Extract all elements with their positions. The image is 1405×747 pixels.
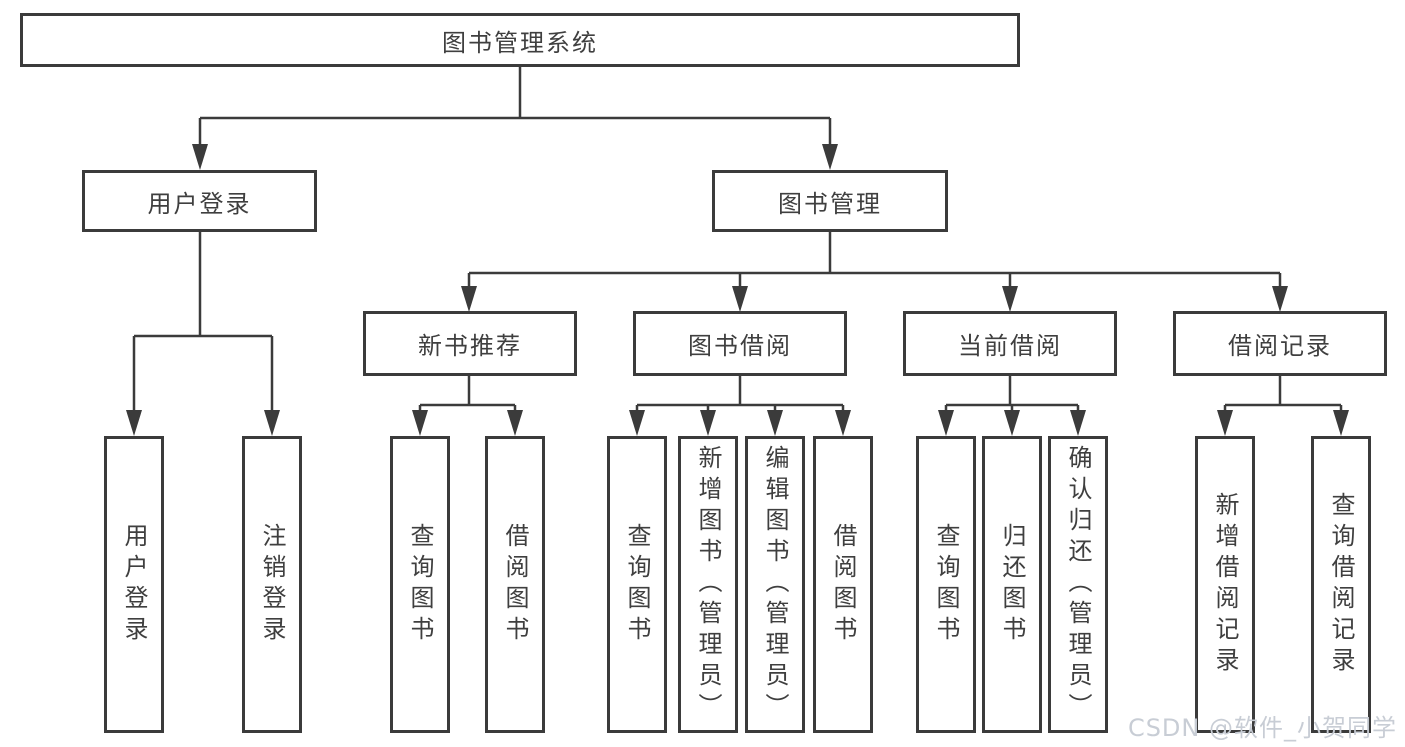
node-leaf-return-book: 归还图书 xyxy=(982,436,1042,733)
watermark: CSDN @软件_小贺同学 xyxy=(1127,714,1397,742)
leaf-label: 查询图书 xyxy=(406,522,434,647)
arrow-down-icon xyxy=(732,286,748,312)
leaf-label: 借阅图书 xyxy=(829,522,857,647)
arrow-down-icon xyxy=(1002,286,1018,312)
arrow-down-icon xyxy=(1004,410,1020,436)
node-book-borrowing: 图书借阅 xyxy=(633,311,847,376)
node-user-login: 用户登录 xyxy=(82,170,317,232)
node-leaf-user-login: 用户登录 xyxy=(104,436,164,733)
arrow-down-icon xyxy=(1333,410,1349,436)
arrow-down-icon xyxy=(1272,286,1288,312)
node-leaf-confirm-return-admin: 确认归还（管理员） xyxy=(1048,436,1108,733)
node-leaf-borrow-books-1: 借阅图书 xyxy=(485,436,545,733)
arrowhead-icons xyxy=(126,144,1349,436)
arrow-down-icon xyxy=(507,410,523,436)
leaf-label: 用户登录 xyxy=(120,522,148,647)
arrow-down-icon xyxy=(461,286,477,312)
leaf-label: 确认归还（管理员） xyxy=(1064,445,1092,724)
leaf-label: 编辑图书（管理员） xyxy=(761,445,789,724)
node-leaf-logout: 注销登录 xyxy=(242,436,302,733)
node-leaf-edit-book-admin: 编辑图书（管理员） xyxy=(745,436,805,733)
arrow-down-icon xyxy=(264,410,280,436)
node-leaf-query-books-2: 查询图书 xyxy=(607,436,667,733)
arrow-down-icon xyxy=(822,144,838,170)
arrow-down-icon xyxy=(629,410,645,436)
arrow-down-icon xyxy=(412,410,428,436)
leaf-label: 查询借阅记录 xyxy=(1327,491,1355,678)
leaf-label: 借阅图书 xyxy=(501,522,529,647)
arrow-down-icon xyxy=(192,144,208,170)
node-book-management: 图书管理 xyxy=(712,170,948,232)
node-leaf-add-book-admin: 新增图书（管理员） xyxy=(678,436,738,733)
node-leaf-query-books-1: 查询图书 xyxy=(390,436,450,733)
arrow-down-icon xyxy=(1070,410,1086,436)
node-new-book-recommend: 新书推荐 xyxy=(363,311,577,376)
leaf-label: 新增图书（管理员） xyxy=(694,445,722,724)
node-leaf-query-borrow-record: 查询借阅记录 xyxy=(1311,436,1371,733)
leaf-label: 新增借阅记录 xyxy=(1211,491,1239,678)
leaf-label: 查询图书 xyxy=(932,522,960,647)
node-leaf-query-books-3: 查询图书 xyxy=(916,436,976,733)
node-leaf-add-borrow-record: 新增借阅记录 xyxy=(1195,436,1255,733)
arrow-down-icon xyxy=(700,410,716,436)
arrow-down-icon xyxy=(767,410,783,436)
leaf-label: 归还图书 xyxy=(998,522,1026,647)
arrow-down-icon xyxy=(938,410,954,436)
node-current-borrowing: 当前借阅 xyxy=(903,311,1117,376)
node-leaf-borrow-books-2: 借阅图书 xyxy=(813,436,873,733)
arrow-down-icon xyxy=(126,410,142,436)
leaf-label: 查询图书 xyxy=(623,522,651,647)
node-root: 图书管理系统 xyxy=(20,13,1020,67)
node-borrowing-records: 借阅记录 xyxy=(1173,311,1387,376)
connector-lines xyxy=(132,67,1343,412)
arrow-down-icon xyxy=(835,410,851,436)
leaf-label: 注销登录 xyxy=(258,522,286,647)
arrow-down-icon xyxy=(1217,410,1233,436)
